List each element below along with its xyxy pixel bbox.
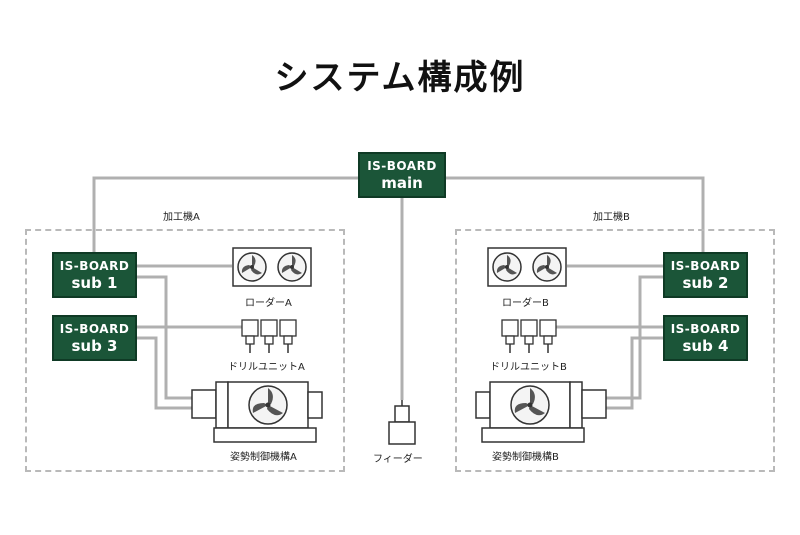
- drill-b-icon: [501, 319, 557, 353]
- machine-b-label: 加工機B: [593, 212, 630, 223]
- sub3-board: IS-BOARD sub 3: [52, 315, 137, 361]
- drill-a-icon: [241, 319, 297, 353]
- sub2-board-line2: sub 2: [682, 274, 729, 292]
- loader-a-label: ローダーA: [245, 298, 292, 309]
- sub4-board-line2: sub 4: [682, 337, 729, 355]
- drill-a-label: ドリルユニットA: [228, 362, 305, 373]
- sub1-board-line1: IS-BOARD: [59, 259, 130, 273]
- drill-b-label: ドリルユニットB: [490, 362, 567, 373]
- attitude-control-a-icon: [191, 381, 323, 443]
- sub4-board: IS-BOARD sub 4: [663, 315, 748, 361]
- feeder-icon: [388, 400, 416, 445]
- sub3-board-line2: sub 3: [71, 337, 118, 355]
- sub2-board-line1: IS-BOARD: [670, 259, 741, 273]
- feeder-label: フィーダー: [373, 454, 423, 465]
- main-board: IS-BOARD main: [358, 152, 446, 198]
- page-title: システム構成例: [274, 58, 526, 98]
- sub2-board: IS-BOARD sub 2: [663, 252, 748, 298]
- sub4-board-line1: IS-BOARD: [670, 322, 741, 336]
- sub1-board: IS-BOARD sub 1: [52, 252, 137, 298]
- loader-a-icon: [232, 247, 312, 287]
- machine-b-region: [455, 229, 775, 472]
- loader-b-label: ローダーB: [502, 298, 549, 309]
- attitude-control-b-label: 姿勢制御機構B: [492, 452, 559, 463]
- sub3-board-line1: IS-BOARD: [59, 322, 130, 336]
- attitude-control-b-icon: [475, 381, 607, 443]
- machine-a-region: [25, 229, 345, 472]
- main-board-line2: main: [381, 174, 423, 192]
- machine-a-label: 加工機A: [163, 212, 200, 223]
- loader-b-icon: [487, 247, 567, 287]
- main-board-line1: IS-BOARD: [367, 159, 437, 173]
- sub1-board-line2: sub 1: [71, 274, 118, 292]
- attitude-control-a-label: 姿勢制御機構A: [230, 452, 297, 463]
